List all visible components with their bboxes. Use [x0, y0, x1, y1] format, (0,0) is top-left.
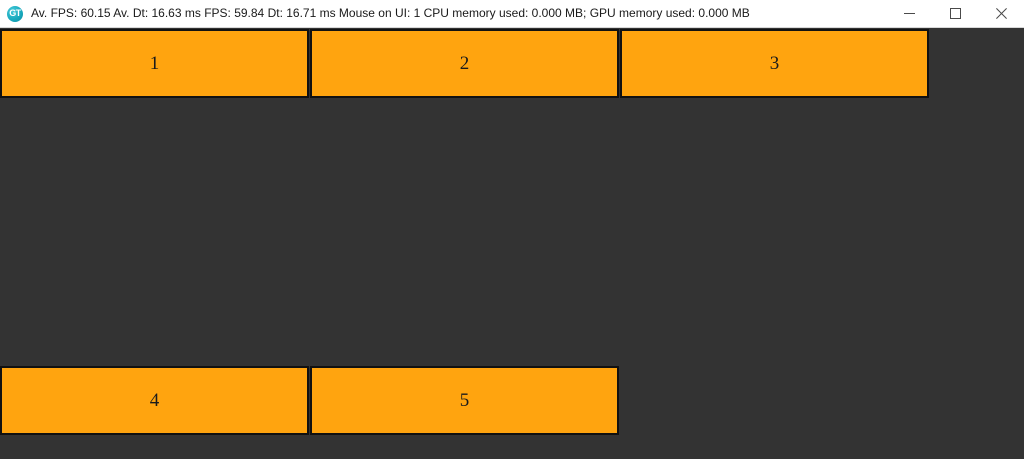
gt-app-icon: GT	[7, 5, 23, 22]
canvas-panel-3[interactable]: 3	[620, 29, 929, 98]
title-bar[interactable]: GT Av. FPS: 60.15 Av. Dt: 16.63 ms FPS: …	[0, 0, 1024, 28]
window-title: Av. FPS: 60.15 Av. Dt: 16.63 ms FPS: 59.…	[31, 6, 750, 20]
canvas-panel-1[interactable]: 1	[0, 29, 309, 98]
canvas-panel-5[interactable]: 5	[310, 366, 619, 435]
app-icon-letters: GT	[9, 8, 21, 18]
minimize-button[interactable]	[886, 0, 932, 27]
render-canvas[interactable]: 1 2 3 4 5	[0, 28, 1024, 459]
close-button[interactable]	[978, 0, 1024, 27]
minimize-icon	[903, 13, 915, 14]
panel-label: 5	[459, 390, 470, 411]
panel-label: 1	[149, 53, 160, 74]
maximize-icon	[949, 8, 961, 19]
panel-label: 2	[459, 53, 470, 74]
canvas-panel-2[interactable]: 2	[310, 29, 619, 98]
maximize-button[interactable]	[932, 0, 978, 27]
panel-label: 3	[769, 53, 780, 74]
panel-label: 4	[149, 390, 160, 411]
app-icon-circle	[7, 5, 23, 22]
close-icon	[995, 8, 1007, 19]
canvas-panel-4[interactable]: 4	[0, 366, 309, 435]
